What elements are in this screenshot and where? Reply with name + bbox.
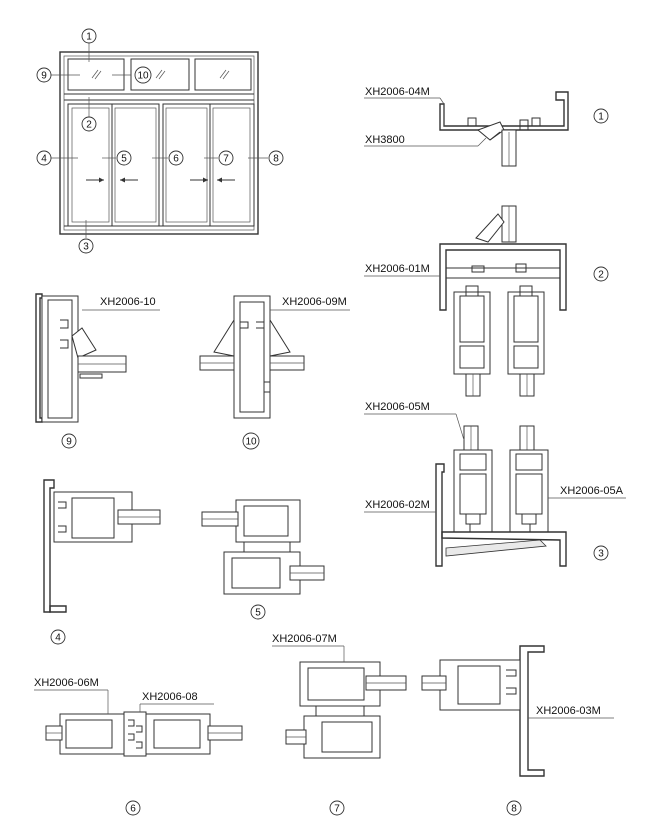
section-7-interlock: XH2006-07M 7 <box>272 633 407 816</box>
callout-9-text: 9 <box>41 71 47 82</box>
callout-7: 7 <box>218 150 234 166</box>
section-5-interlock: 5 <box>201 499 325 620</box>
section-10-mullion-top: XH2006-09M 10 <box>199 295 350 450</box>
s7-code-07M: XH2006-07M <box>272 633 337 645</box>
section-9-side-top-light: XH2006-10 9 <box>35 293 160 449</box>
callout-2-text: 2 <box>86 120 92 131</box>
callout-2: 2 <box>81 116 97 132</box>
s3-code-02M: XH2006-02M <box>365 499 430 511</box>
callout-6: 6 <box>168 150 184 166</box>
section-10-number: 10 <box>245 437 257 448</box>
section-6-number: 6 <box>130 804 136 815</box>
section-8-side-jamb: XH2006-03M 8 <box>421 645 614 816</box>
callout-4: 4 <box>36 150 52 166</box>
callout-10: 10 <box>134 66 152 84</box>
section-4-number: 4 <box>55 633 61 644</box>
section-6-meeting-stile: XH2006-06M XH2006-08 6 <box>34 677 243 816</box>
section-1-number: 1 <box>598 112 604 123</box>
section-5-number: 5 <box>255 608 261 619</box>
section-3-sill: XH2006-05M XH2006-02M XH2006-05A 3 <box>364 401 626 567</box>
s6-code-08: XH2006-08 <box>142 691 198 703</box>
section-2-number: 2 <box>598 270 604 281</box>
callout-5-text: 5 <box>121 154 127 165</box>
s3-code-05M: XH2006-05M <box>365 401 430 413</box>
callout-8: 8 <box>268 150 284 166</box>
callout-7-text: 7 <box>223 154 229 165</box>
callout-8-text: 8 <box>273 154 279 165</box>
s1-code-04M: XH2006-04M <box>365 86 430 98</box>
callout-5: 5 <box>116 150 132 166</box>
s3-code-05A: XH2006-05A <box>560 485 624 497</box>
callout-1: 1 <box>81 28 97 44</box>
callout-1-text: 1 <box>86 32 92 43</box>
callout-3-text: 3 <box>83 242 89 253</box>
section-4-side-jamb: 4 <box>43 479 161 645</box>
section-2-transom: XH2006-01M 2 <box>364 205 609 397</box>
s8-code-03M: XH2006-03M <box>536 705 601 717</box>
elevation-callouts: 1 9 10 2 4 5 6 7 8 3 <box>36 28 284 254</box>
s2-code-01M: XH2006-01M <box>365 263 430 275</box>
section-7-number: 7 <box>334 804 340 815</box>
section-9-number: 9 <box>66 437 72 448</box>
section-1-top-frame: XH2006-04M XH3800 1 <box>364 86 609 167</box>
s9-code-10: XH2006-10 <box>100 296 156 308</box>
section-8-number: 8 <box>511 804 517 815</box>
section-3-number: 3 <box>598 549 604 560</box>
callout-3: 3 <box>78 238 94 254</box>
s1-code-3800: XH3800 <box>365 134 405 146</box>
callout-6-text: 6 <box>173 154 179 165</box>
window-elevation <box>51 43 268 238</box>
callout-4-text: 4 <box>41 154 47 165</box>
s6-code-06M: XH2006-06M <box>34 677 99 689</box>
s10-code-09M: XH2006-09M <box>282 296 347 308</box>
callout-9: 9 <box>36 67 52 83</box>
callout-10-text: 10 <box>137 71 149 82</box>
